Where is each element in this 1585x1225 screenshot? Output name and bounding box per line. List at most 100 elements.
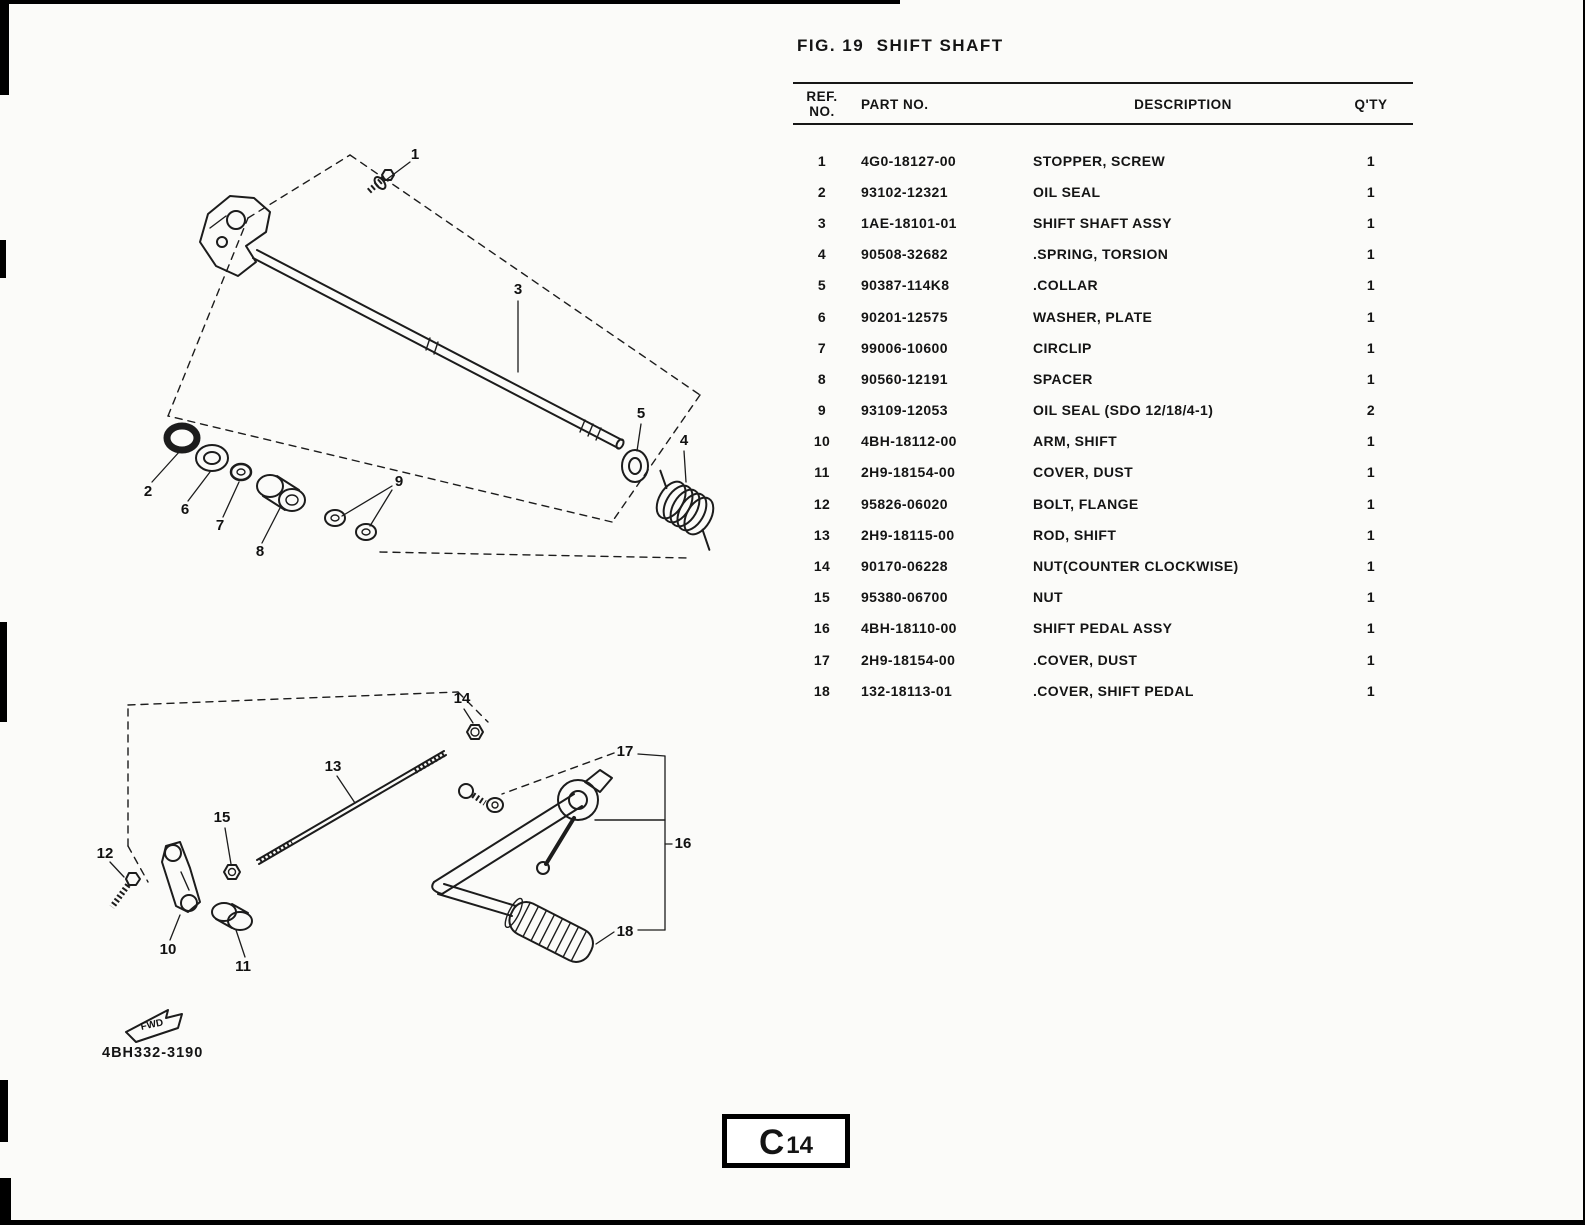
table-row: 8 90560-12191 SPACER 1: [793, 363, 1413, 394]
cell-qty: 1: [1366, 526, 1376, 543]
cell-ref: 15: [813, 589, 831, 606]
cell-qty: 1: [1366, 589, 1376, 606]
cell-qty: 1: [1366, 370, 1376, 387]
parts-table-body: 1 4G0-18127-00 STOPPER, SCREW 1 2 93102-12321…: [793, 125, 1413, 706]
callout-label-3: 3: [514, 281, 522, 298]
part-dust-cover-17: [458, 783, 504, 813]
cell-part: 4BH-18112-00: [861, 433, 957, 450]
callout-label-8: 8: [256, 543, 264, 560]
part-shift-pedal: [431, 769, 666, 917]
part-nut-14: [466, 724, 484, 740]
callout-label-2: 2: [144, 483, 152, 500]
cell-desc: STOPPER, SCREW: [1033, 152, 1166, 169]
part-circlip: [229, 462, 253, 482]
cell-ref: 9: [817, 402, 827, 419]
table-header-row: REF. NO. PART NO. DESCRIPTION Q'TY: [793, 84, 1413, 123]
cell-qty: 1: [1366, 339, 1376, 356]
scan-edge-top: [0, 0, 900, 4]
cell-desc: SPACER: [1033, 370, 1093, 387]
cell-part: 2H9-18154-00: [861, 464, 956, 481]
cell-part: 95380-06700: [861, 589, 948, 606]
cell-part: 93102-12321: [861, 183, 948, 200]
header-ref-no: REF. NO.: [793, 89, 851, 119]
cell-desc: WASHER, PLATE: [1033, 308, 1153, 325]
cell-part: 1AE-18101-01: [861, 214, 957, 231]
bracket-16: [637, 753, 673, 931]
callout-label-16: 16: [675, 835, 692, 852]
cell-desc: ROD, SHIFT: [1033, 526, 1117, 543]
cell-ref: 8: [817, 370, 827, 387]
cell-part: 90560-12191: [861, 370, 948, 387]
exploded-diagram: 1 2 3 4 5 6 7 8 9 10 11 12 13 14 15 16 1…: [97, 146, 715, 1043]
cell-ref: 17: [813, 651, 831, 668]
cell-qty: 1: [1366, 464, 1376, 481]
part-oil-seals-9: [324, 509, 377, 541]
cell-part: 90508-32682: [861, 246, 948, 263]
callout-leaders: [109, 161, 687, 958]
cell-desc: .COLLAR: [1033, 277, 1099, 294]
cell-ref: 11: [814, 464, 830, 481]
figure-title: FIG. 19 SHIFT SHAFT: [797, 36, 1004, 55]
callout-label-13: 13: [325, 758, 342, 775]
cell-qty: 1: [1366, 495, 1376, 512]
part-dust-cover-11: [211, 902, 253, 931]
part-shift-rod: [256, 750, 447, 865]
callout-label-4: 4: [680, 432, 689, 449]
page-code-number: 14: [786, 1132, 813, 1159]
callout-label-12: 12: [97, 845, 114, 862]
part-stopper-screw: [366, 169, 395, 195]
scan-edge-artifact: [0, 0, 9, 95]
cell-ref: 18: [813, 682, 831, 699]
part-shift-shaft-arm: [199, 195, 271, 277]
cell-qty: 1: [1366, 183, 1376, 200]
cell-desc: NUT(COUNTER CLOCKWISE): [1033, 558, 1239, 575]
page-code: C 14: [722, 1114, 850, 1168]
part-shift-arm: [161, 841, 201, 913]
cell-part: 99006-10600: [861, 339, 948, 356]
part-spacer: [256, 474, 306, 512]
cell-part: 4G0-18127-00: [861, 152, 957, 169]
cell-qty: 1: [1366, 308, 1376, 325]
cell-desc: SHIFT PEDAL ASSY: [1033, 620, 1173, 637]
table-row: 2 93102-12321 OIL SEAL 1: [793, 176, 1413, 207]
callout-label-14: 14: [454, 690, 471, 707]
cell-desc: OIL SEAL (SDO 12/18/4-1): [1033, 402, 1214, 419]
cell-qty: 1: [1366, 682, 1376, 699]
table-row: 18 132-18113-01 .COVER, SHIFT PEDAL 1: [793, 675, 1413, 706]
callout-label-5: 5: [637, 405, 645, 422]
cell-part: 90201-12575: [861, 308, 948, 325]
cell-desc: SHIFT SHAFT ASSY: [1033, 214, 1172, 231]
fwd-label: FWD: [140, 1017, 165, 1032]
part-shift-shaft: [252, 249, 625, 450]
cell-qty: 1: [1366, 246, 1376, 263]
callout-label-1: 1: [411, 146, 419, 163]
scan-edge-artifact: [0, 1178, 11, 1225]
part-nut-15: [223, 864, 241, 880]
cell-desc: OIL SEAL: [1033, 183, 1101, 200]
callout-label-15: 15: [214, 809, 231, 826]
page-code-letter: C: [759, 1123, 785, 1162]
cell-ref: 2: [817, 183, 827, 200]
header-part-no: PART NO.: [861, 96, 929, 112]
parts-table: REF. NO. PART NO. DESCRIPTION Q'TY 1 4G0-…: [793, 82, 1413, 706]
cell-qty: 1: [1366, 651, 1376, 668]
cell-desc: .COVER, SHIFT PEDAL: [1033, 682, 1194, 699]
cell-ref: 7: [817, 339, 827, 356]
cell-part: 132-18113-01: [861, 682, 953, 699]
cell-part: 2H9-18154-00: [861, 651, 956, 668]
part-collar: [621, 449, 649, 483]
fwd-marker: FWD: [125, 1009, 183, 1043]
